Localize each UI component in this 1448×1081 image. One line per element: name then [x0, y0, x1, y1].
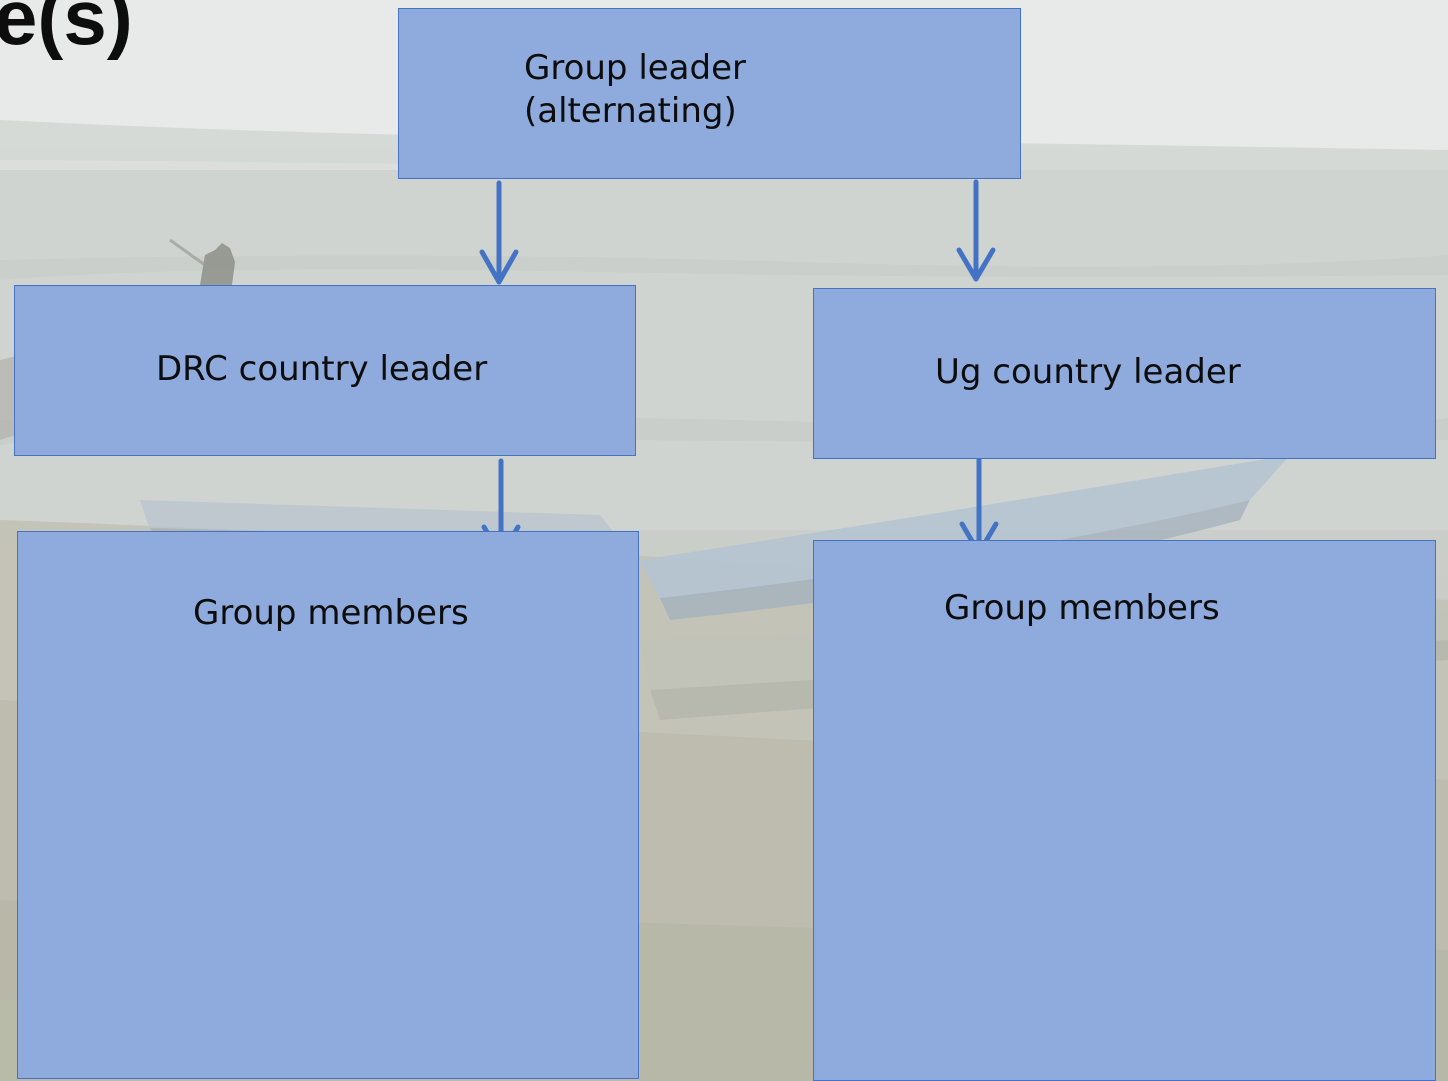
ug-country-leader-box: Ug country leader — [813, 288, 1436, 459]
drc-group-members-box: Group members — [17, 531, 639, 1079]
drc-group-members-label: Group members — [193, 593, 469, 633]
group-leader-label: Group leader (alternating) — [524, 48, 746, 131]
group-leader-box: Group leader (alternating) — [398, 8, 1021, 179]
ug-group-members-box: Group members — [813, 540, 1436, 1081]
drc-country-leader-box: DRC country leader — [14, 285, 636, 456]
ug-group-members-label: Group members — [944, 588, 1220, 628]
drc-country-leader-label: DRC country leader — [156, 349, 488, 389]
ug-country-leader-label: Ug country leader — [935, 352, 1241, 392]
slide-title: e(s) — [0, 0, 133, 61]
